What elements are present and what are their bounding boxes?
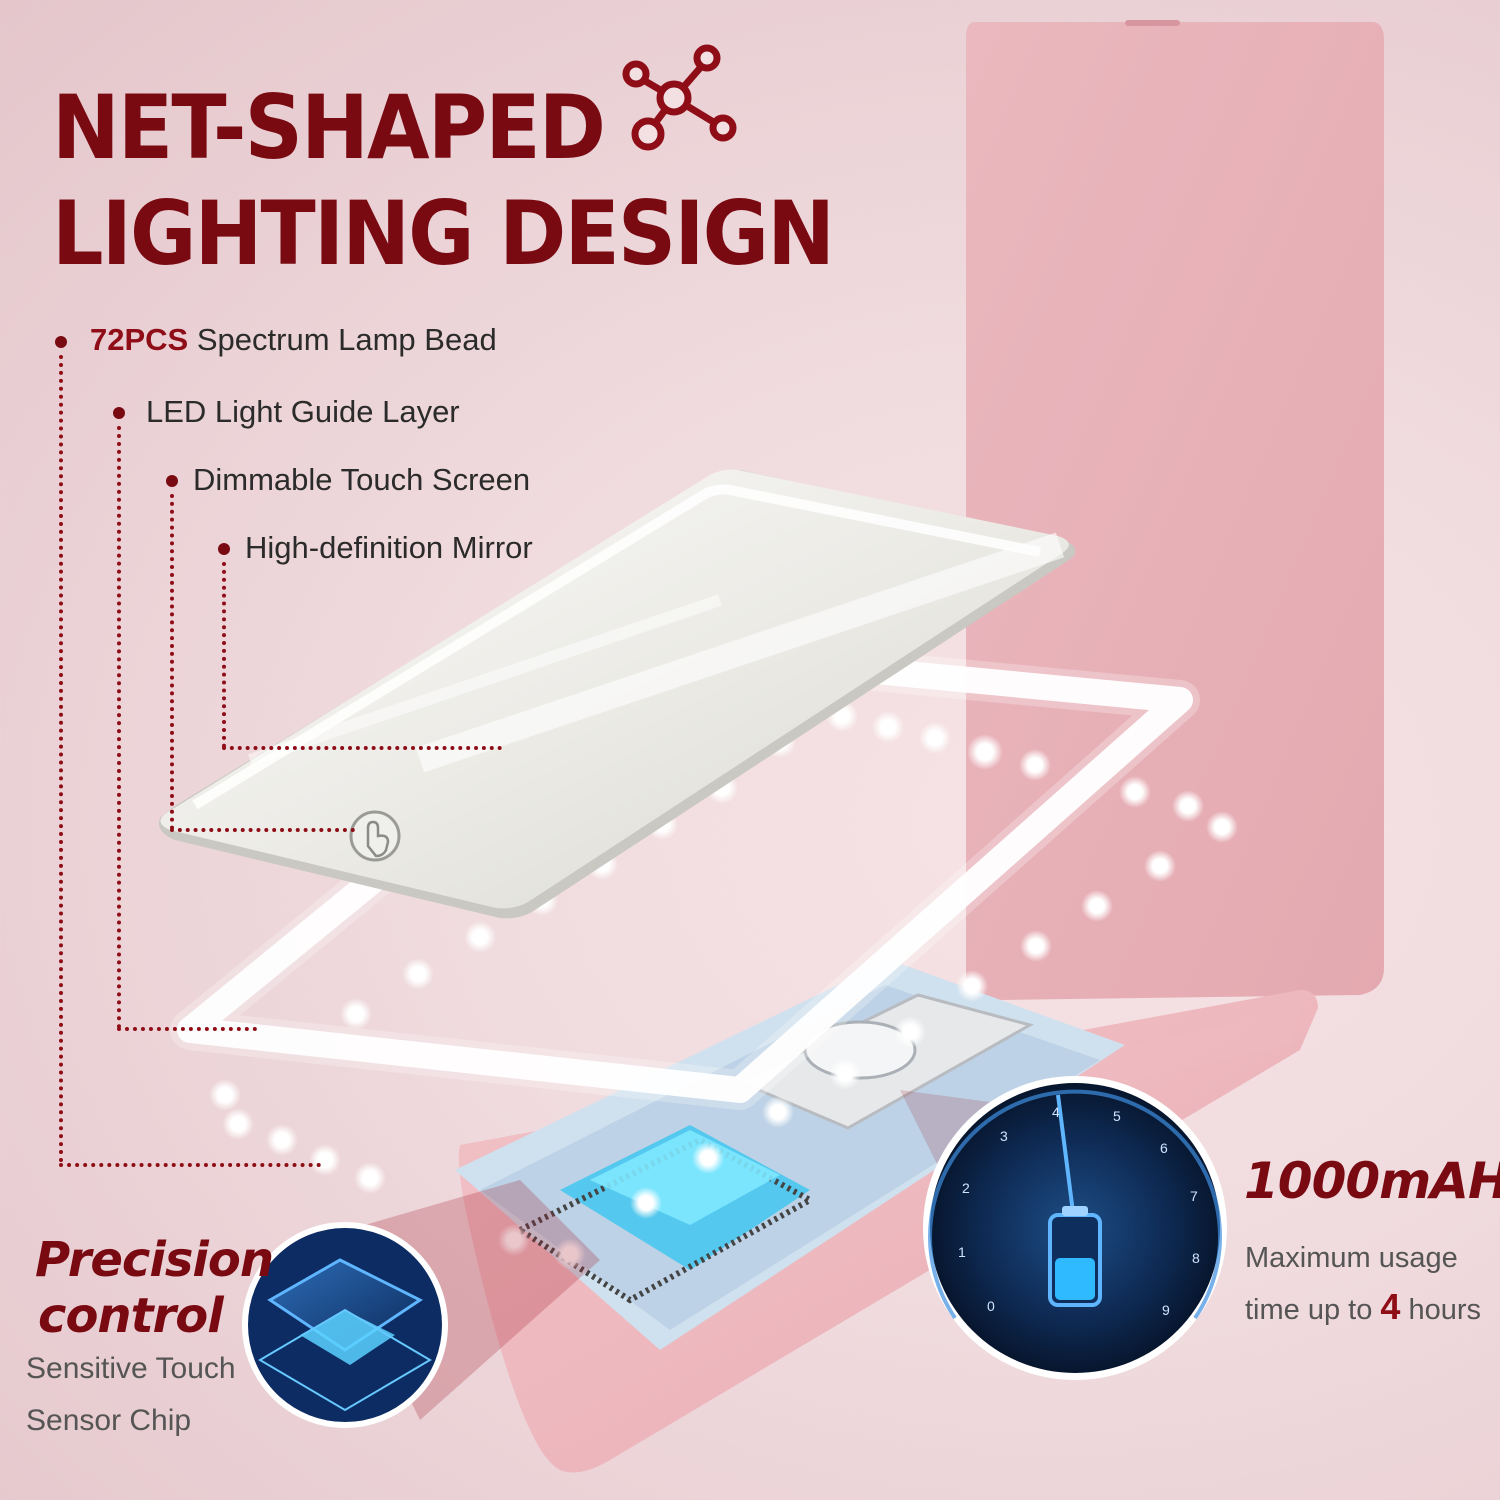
- sensor-desc-line-2: Sensor Chip: [26, 1404, 192, 1437]
- touch-icon: [349, 810, 401, 862]
- leader-line: [222, 746, 502, 750]
- layer-label-light-guide: LED Light Guide Layer: [146, 394, 460, 429]
- lamp-bead-label: Spectrum Lamp Bead: [196, 322, 497, 357]
- layer-label-mirror: High-definition Mirror: [245, 530, 533, 565]
- sensor-desc-line-1: Sensitive Touch: [26, 1352, 236, 1385]
- leader-line: [170, 494, 174, 830]
- headline-line-1: NET-SHAPED: [52, 76, 606, 179]
- precision-title-line-2: control: [38, 1288, 224, 1344]
- usage-line-1: Maximum usage: [1245, 1242, 1458, 1274]
- usage-line-2: time up to 4 hours: [1245, 1286, 1481, 1328]
- bullet: [55, 336, 67, 348]
- bullet: [218, 543, 230, 555]
- usage-hours: 4: [1380, 1286, 1401, 1327]
- layer-label-touch-screen: Dimmable Touch Screen: [193, 462, 531, 497]
- leader-line: [117, 426, 121, 1029]
- network-icon: [622, 44, 737, 151]
- bullet: [166, 475, 178, 487]
- leader-line: [59, 355, 63, 1163]
- lamp-bead-count: 72PCS: [90, 322, 189, 357]
- bullet: [113, 407, 125, 419]
- headline-line-2: LIGHTING DESIGN: [52, 182, 835, 285]
- leader-line: [222, 562, 226, 748]
- usage-prefix: time up to: [1245, 1294, 1381, 1326]
- battery-icon: [1048, 1206, 1102, 1307]
- leader-line: [59, 1163, 321, 1167]
- layer-label-lamp-bead: 72PCS Spectrum Lamp Bead: [90, 322, 497, 358]
- leader-line: [170, 828, 355, 832]
- battery-capacity: 1000mAH: [1244, 1152, 1500, 1210]
- usage-suffix: hours: [1400, 1294, 1482, 1326]
- leader-line: [117, 1027, 257, 1031]
- precision-title-line-1: Precision: [35, 1232, 274, 1288]
